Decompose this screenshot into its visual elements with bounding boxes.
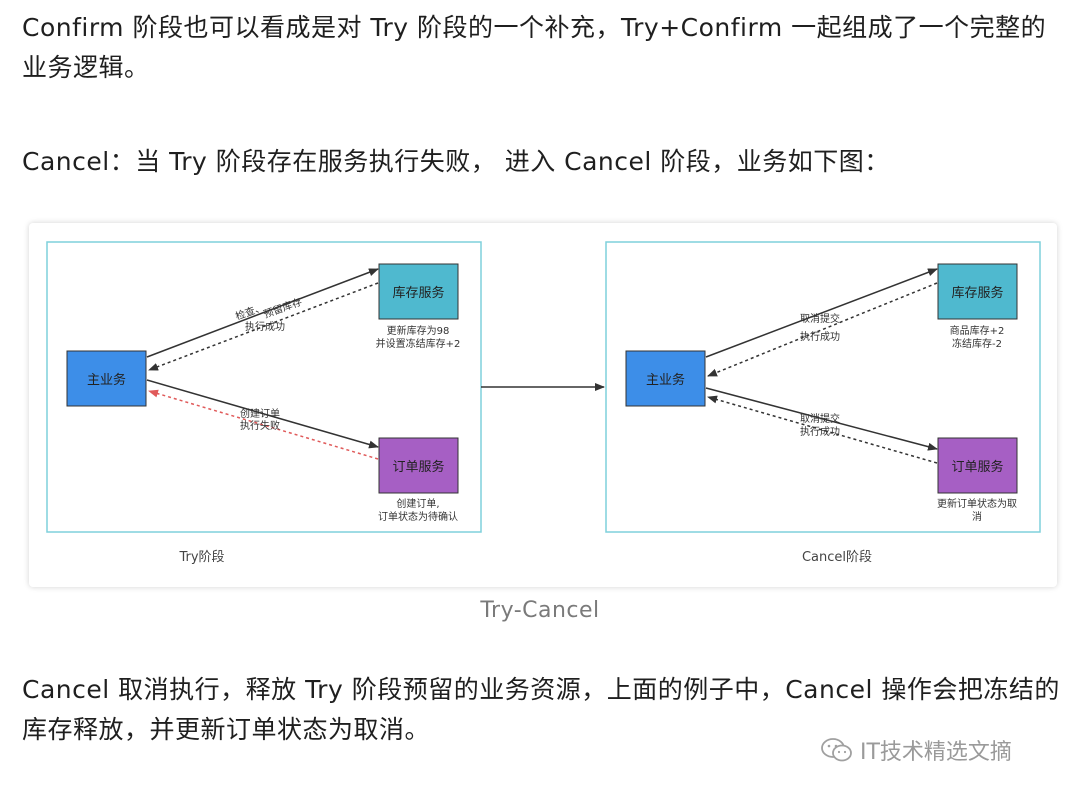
try-stock-box: [378, 263, 459, 320]
cancel-stock-note-2: 冻结库存-2: [952, 337, 1002, 350]
wechat-watermark: IT技术精选文摘: [820, 734, 1012, 766]
try-phase-label: Try阶段: [178, 550, 224, 565]
try-main-label: 主业务: [87, 372, 126, 388]
try-stock-arrow-label-3: 执行成功: [245, 320, 285, 333]
try-cancel-figure: 主业务 库存服务 订单服务 检查、 预留库存 执行成功 更新库存为98 并设置冻…: [29, 223, 1057, 587]
wechat-icon: [821, 738, 852, 762]
cancel-phase-frame: [605, 241, 1041, 533]
try-order-note-1: 创建订单,: [396, 497, 439, 510]
try-stock-note-1: 更新库存为98: [387, 324, 450, 337]
paragraph-cancel-explain: Cancel 取消执行，释放 Try 阶段预留的业务资源，上面的例子中，Canc…: [22, 675, 1060, 744]
watermark-text: IT技术精选文摘: [860, 740, 1012, 765]
cancel-arrow-to-stock: [705, 268, 938, 358]
cancel-stock-note-1: 商品库存+2: [950, 324, 1005, 337]
cancel-main-label: 主业务: [646, 372, 685, 388]
figure-caption: Try-Cancel: [480, 598, 600, 623]
try-arrow-from-order-fail: [148, 389, 379, 460]
try-stock-note-2: 并设置冻结库存+2: [376, 337, 461, 350]
try-order-arrow-label-1: 创建订单: [240, 407, 280, 420]
paragraph-confirm: Confirm 阶段也可以看成是对 Try 阶段的一个补充，Try+Confir…: [22, 13, 1047, 82]
try-arrow-from-stock: [148, 282, 379, 371]
cancel-order-box: [937, 437, 1018, 494]
cancel-stock-box: [937, 263, 1018, 320]
cancel-order-label: 订单服务: [951, 459, 1003, 475]
try-stock-label: 库存服务: [392, 285, 444, 301]
paragraph-cancel-intro: Cancel：当 Try 阶段存在服务执行失败， 进入 Cancel 阶段，业务…: [22, 147, 890, 176]
cancel-main-box: [625, 350, 706, 407]
cancel-arrow-from-order: [707, 395, 938, 464]
cancel-arrow-to-order: [705, 387, 938, 451]
try-order-box: [378, 437, 459, 494]
cancel-order-note-1: 更新订单状态为取: [937, 497, 1017, 510]
try-order-label: 订单服务: [392, 459, 444, 475]
cancel-arrow-from-stock: [707, 282, 938, 377]
cancel-stock-arrow-label-2: 执行成功: [800, 330, 840, 343]
try-main-box: [66, 350, 147, 407]
try-stock-arrow-label-1: 检查、: [234, 300, 267, 322]
try-stock-arrow-label-2: 预留库存: [262, 295, 304, 321]
cancel-order-arrow-label-1: 取消提交: [800, 412, 840, 425]
try-order-arrow-label-2: 执行失败: [240, 419, 280, 432]
cancel-phase-label: Cancel阶段: [802, 550, 872, 565]
cancel-stock-arrow-label-1: 取消提交: [800, 312, 840, 325]
try-arrow-to-order: [146, 379, 379, 449]
try-arrow-to-stock: [146, 268, 379, 358]
cancel-order-note-2: 消: [972, 510, 982, 523]
try-order-note-2: 订单状态为待确认: [378, 510, 458, 523]
cancel-stock-label: 库存服务: [951, 285, 1003, 301]
try-cancel-diagram: 主业务 库存服务 订单服务 检查、 预留库存 执行成功 更新库存为98 并设置冻…: [46, 241, 1041, 565]
cancel-order-arrow-label-2: 执行成功: [800, 425, 840, 438]
